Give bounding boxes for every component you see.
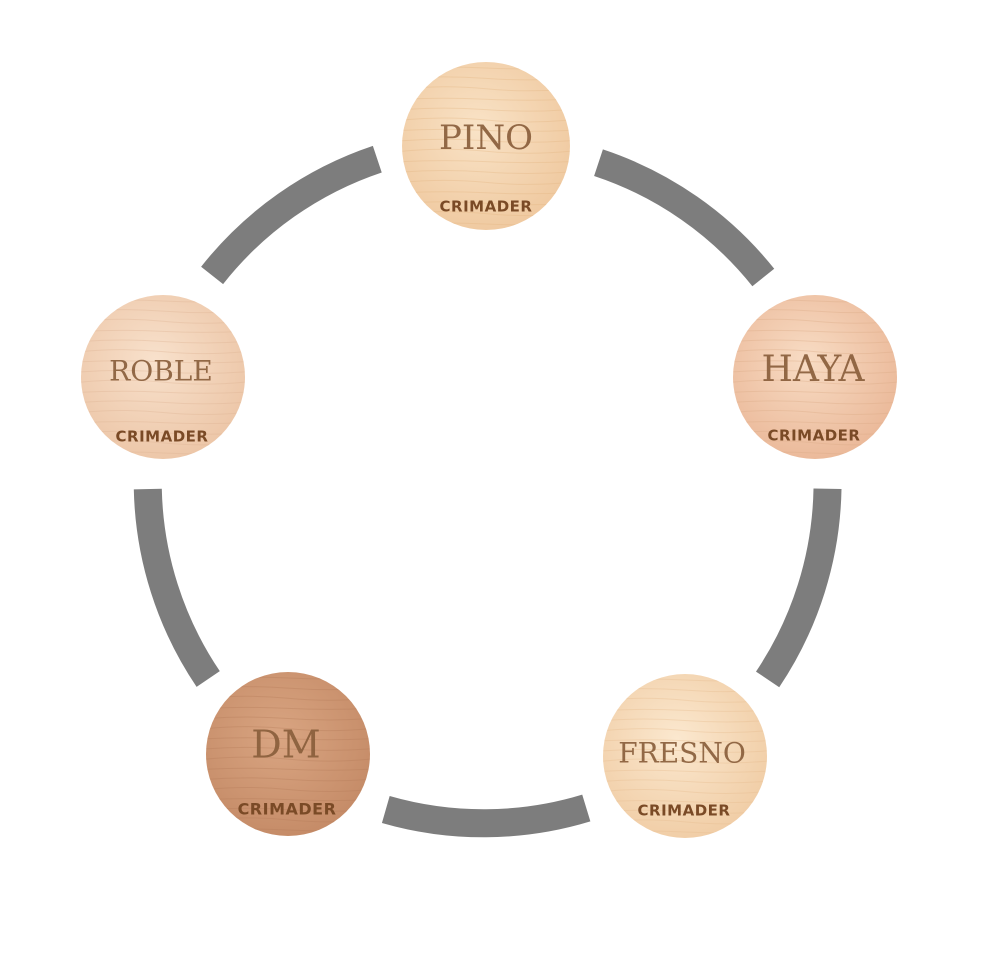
grain-line xyxy=(603,788,767,794)
grain-line xyxy=(81,400,245,405)
grain-line xyxy=(81,379,245,385)
brand-logo-fresno: CRIMADER xyxy=(638,802,731,820)
grain-line xyxy=(603,697,767,703)
grain-line xyxy=(402,191,570,195)
grain-line xyxy=(603,748,767,753)
grain-line xyxy=(402,138,570,143)
wood-disc-roble: ROBLE CRIMADER xyxy=(81,295,245,459)
brand-logo-haya: CRIMADER xyxy=(768,427,861,445)
connector-fresno-dm xyxy=(381,794,591,838)
grain-line xyxy=(733,318,897,324)
grain-line xyxy=(206,756,370,762)
connector-roble-pino xyxy=(201,145,382,285)
wood-disc-dm-surface xyxy=(206,672,370,836)
grain-line xyxy=(81,430,245,435)
connector-pino-haya xyxy=(594,149,775,287)
grain-line xyxy=(81,339,245,344)
grain-line xyxy=(733,379,897,385)
grain-line xyxy=(206,767,370,771)
grain-line xyxy=(603,800,767,804)
cycle-connectors xyxy=(133,145,842,838)
grain-line xyxy=(81,329,245,333)
grain-line xyxy=(402,97,570,101)
brand-logo-pino: CRIMADER xyxy=(440,198,533,216)
wood-disc-fresno-surface xyxy=(603,674,767,838)
grain-line xyxy=(733,369,897,374)
connector-haya-fresno xyxy=(755,488,842,688)
grain-line xyxy=(206,695,370,701)
grain-line xyxy=(603,809,767,814)
grain-line xyxy=(206,777,370,782)
grain-line xyxy=(733,421,897,425)
grain-line xyxy=(603,708,767,712)
grain-line xyxy=(206,807,370,812)
grain-line xyxy=(603,769,767,773)
grain-line xyxy=(733,349,897,355)
wood-disc-haya: HAYA CRIMADER xyxy=(733,295,897,459)
grain-line xyxy=(733,409,897,415)
grain-line xyxy=(402,107,570,112)
grain-line xyxy=(733,329,897,333)
grain-line xyxy=(81,390,245,394)
wood-label-dm: DM xyxy=(251,723,320,767)
grain-line xyxy=(206,798,370,802)
grain-line xyxy=(603,779,767,784)
wood-disc-fresno: FRESNO CRIMADER xyxy=(603,674,767,838)
wood-disc-dm: DM CRIMADER xyxy=(206,672,370,836)
wood-label-roble: ROBLE xyxy=(109,355,213,388)
wood-label-fresno: FRESNO xyxy=(618,737,746,770)
grain-line xyxy=(206,746,370,751)
grain-line xyxy=(733,430,897,435)
grain-line xyxy=(402,179,570,185)
grain-line xyxy=(733,360,897,364)
grain-line xyxy=(402,160,570,164)
wood-disc-pino: PINO CRIMADER xyxy=(402,62,570,230)
grain-line xyxy=(733,339,897,344)
wood-disc-haya-surface xyxy=(733,295,897,459)
grain-line xyxy=(603,758,767,764)
grain-line xyxy=(402,128,570,132)
brand-logo-dm: CRIMADER xyxy=(238,800,337,819)
grain-line xyxy=(402,201,570,206)
grain-line xyxy=(733,390,897,394)
grain-line xyxy=(733,400,897,405)
grain-line xyxy=(206,737,370,741)
brand-logo-roble: CRIMADER xyxy=(116,428,209,446)
grain-line xyxy=(81,421,245,425)
grain-line xyxy=(402,170,570,174)
grain-line xyxy=(206,786,370,792)
connector-dm-roble xyxy=(133,488,220,687)
grain-line xyxy=(81,349,245,355)
grain-line xyxy=(81,409,245,415)
grain-line xyxy=(81,369,245,374)
wood-disc-roble-surface xyxy=(81,295,245,459)
grain-line xyxy=(603,739,767,743)
grain-line xyxy=(402,86,570,92)
grain-line xyxy=(81,318,245,324)
wood-label-pino: PINO xyxy=(439,118,533,158)
grain-line xyxy=(206,716,370,721)
wood-disc-pino-surface xyxy=(402,62,570,230)
grain-line xyxy=(81,360,245,364)
grain-line xyxy=(603,718,767,723)
wood-label-haya: HAYA xyxy=(762,349,866,390)
grain-line xyxy=(206,726,370,732)
grain-line xyxy=(603,728,767,734)
grain-line xyxy=(206,706,370,710)
grain-line xyxy=(402,148,570,154)
grain-line xyxy=(402,117,570,123)
